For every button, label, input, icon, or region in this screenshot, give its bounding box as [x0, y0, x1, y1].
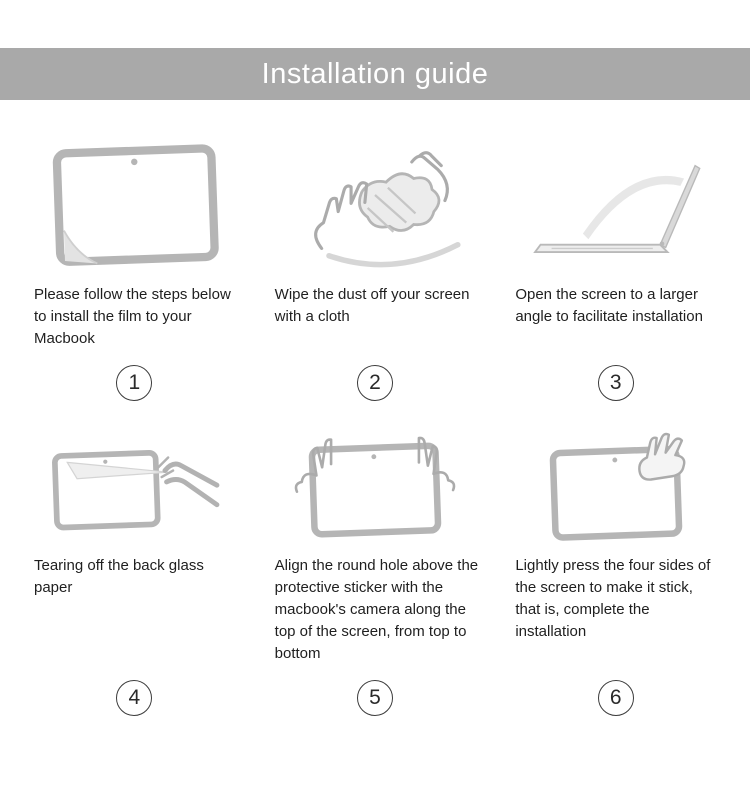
step-2: Wipe the dust off your screen with a clo…	[267, 138, 484, 407]
press-edges-illustration	[507, 425, 724, 547]
step-2-number-badge: 2	[356, 364, 393, 401]
align-screen-icon	[294, 436, 456, 538]
step-5: Align the round hole above the protectiv…	[267, 425, 484, 722]
step-3: Open the screen to a larger angle to fac…	[507, 138, 724, 407]
step-5-caption: Align the round hole above the protectiv…	[274, 556, 479, 663]
step-3-number: 3	[609, 370, 622, 394]
tear-backing-icon	[52, 449, 220, 530]
page-title: Installation guide	[261, 57, 489, 90]
step-4-number: 4	[128, 685, 141, 709]
installation-guide-page: Installation guide Please follow the ste…	[0, 48, 750, 798]
step-2-caption: Wipe the dust off your screen with a clo…	[274, 286, 470, 326]
step-5-number-badge: 5	[356, 679, 393, 716]
step-1-number: 1	[128, 370, 141, 394]
step-1-caption: Please follow the steps below to install…	[34, 286, 231, 348]
step-1-number-badge: 1	[116, 364, 153, 401]
press-edges-icon	[549, 432, 686, 541]
open-laptop-icon	[532, 164, 701, 253]
step-6-number: 6	[609, 685, 622, 709]
header-banner: Installation guide	[0, 48, 750, 100]
tear-backing-illustration	[26, 425, 243, 547]
open-laptop-illustration	[507, 138, 724, 276]
step-4-number-badge: 4	[116, 679, 153, 716]
step-3-number-badge: 3	[597, 364, 634, 401]
step-3-caption: Open the screen to a larger angle to fac…	[515, 286, 703, 326]
step-2-number: 2	[369, 370, 381, 394]
wipe-cloth-illustration	[267, 138, 484, 276]
step-4: Tearing off the back glass paper 4	[26, 425, 243, 722]
step-6: Lightly press the four sides of the scre…	[507, 425, 724, 722]
step-1: Please follow the steps below to install…	[26, 138, 243, 407]
step-4-caption: Tearing off the back glass paper	[34, 556, 204, 596]
step-6-number-badge: 6	[597, 679, 634, 716]
step-5-number: 5	[369, 685, 381, 709]
steps-grid: Please follow the steps below to install…	[0, 100, 750, 722]
macbook-screen-peel-icon	[53, 144, 220, 266]
hands-cloth-icon	[314, 151, 461, 268]
film-peel-illustration	[26, 138, 243, 276]
step-6-caption: Lightly press the four sides of the scre…	[515, 556, 711, 641]
align-screen-illustration	[267, 425, 484, 547]
